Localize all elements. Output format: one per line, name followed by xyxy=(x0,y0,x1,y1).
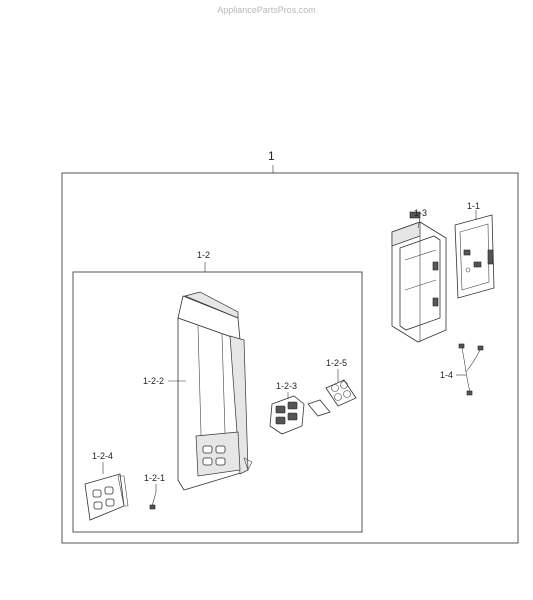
assembly-frame xyxy=(61,172,519,544)
label-part-1-4: 1-4 xyxy=(440,370,453,380)
part-1-2-2-panel-housing xyxy=(177,291,253,491)
part-1-1-pcb xyxy=(454,214,495,299)
label-part-1-1: 1-1 xyxy=(467,201,480,211)
label-sub-assembly: 1-2 xyxy=(197,250,210,260)
label-part-1-2-4: 1-2-4 xyxy=(92,451,113,461)
label-part-1-2-2: 1-2-2 xyxy=(143,376,164,386)
label-part-1-3: 1-3 xyxy=(414,208,427,218)
part-1-2-5-membrane xyxy=(325,379,357,407)
part-1-2-4-front-cover xyxy=(84,473,129,521)
label-part-1-2-1: 1-2-1 xyxy=(144,473,165,483)
part-1-2-1-wire-connector xyxy=(149,491,157,510)
part-spacer-pad xyxy=(307,399,331,417)
part-1-4-wire-harness xyxy=(458,343,484,396)
part-1-3-leader xyxy=(417,217,421,229)
part-1-3-control-box xyxy=(391,211,447,343)
label-part-1-2-5: 1-2-5 xyxy=(326,358,347,368)
part-1-2-3-switch-block xyxy=(269,395,305,435)
label-part-1-2-3: 1-2-3 xyxy=(276,381,297,391)
label-assembly: 1 xyxy=(268,149,275,163)
watermark-text: AppliancePartsPros.com xyxy=(217,5,316,15)
sub-assembly-frame xyxy=(72,271,363,533)
